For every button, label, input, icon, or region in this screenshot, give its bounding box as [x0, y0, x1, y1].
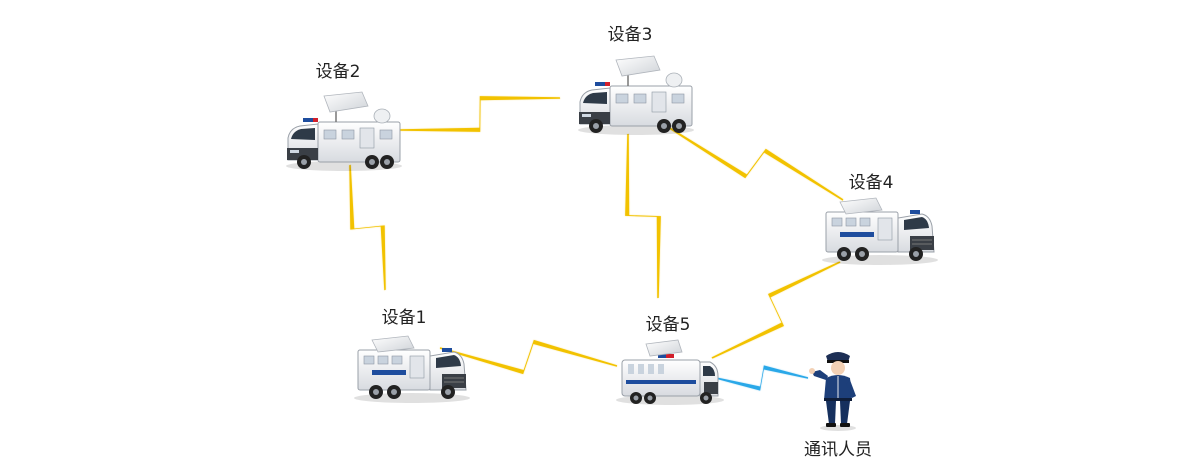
device-2-label: 设备2 [316, 62, 361, 82]
wireless-link-5 [439, 339, 618, 375]
lightning-bolt-icon [399, 96, 561, 132]
lightning-bolt-icon [625, 133, 661, 299]
lightning-bolt-icon [439, 339, 618, 375]
device-1-vehicle-icon [353, 335, 471, 404]
lightning-bolt-icon [716, 365, 808, 391]
lightning-bolt-icon [349, 164, 386, 291]
device-5-vehicle-icon [615, 339, 725, 406]
device-3: 设备3 [577, 25, 695, 136]
operator-person-icon [809, 352, 856, 431]
wireless-link-3 [667, 126, 844, 201]
device-4-vehicle-icon [821, 197, 939, 266]
device-2: 设备2 [285, 62, 403, 172]
device-1-label: 设备1 [382, 308, 427, 328]
device-3-vehicle-icon [577, 55, 695, 136]
wireless-link-6 [711, 261, 841, 359]
operator-label: 通讯人员 [804, 440, 872, 460]
device-3-label: 设备3 [608, 25, 653, 45]
device-5-label: 设备5 [646, 315, 691, 335]
wireless-link-1 [399, 96, 561, 132]
lightning-bolt-icon [667, 126, 844, 201]
device-2-vehicle-icon [285, 91, 403, 172]
device-1: 设备1 [353, 308, 471, 404]
device-4: 设备4 [821, 173, 939, 266]
links-layer [349, 96, 844, 391]
wireless-link-7 [716, 365, 808, 391]
device-4-label: 设备4 [849, 173, 894, 193]
device-5: 设备5 [615, 315, 725, 406]
lightning-bolt-icon [711, 261, 841, 359]
wireless-link-4 [625, 133, 661, 299]
operator: 通讯人员 [804, 352, 872, 460]
wireless-link-2 [349, 164, 386, 291]
